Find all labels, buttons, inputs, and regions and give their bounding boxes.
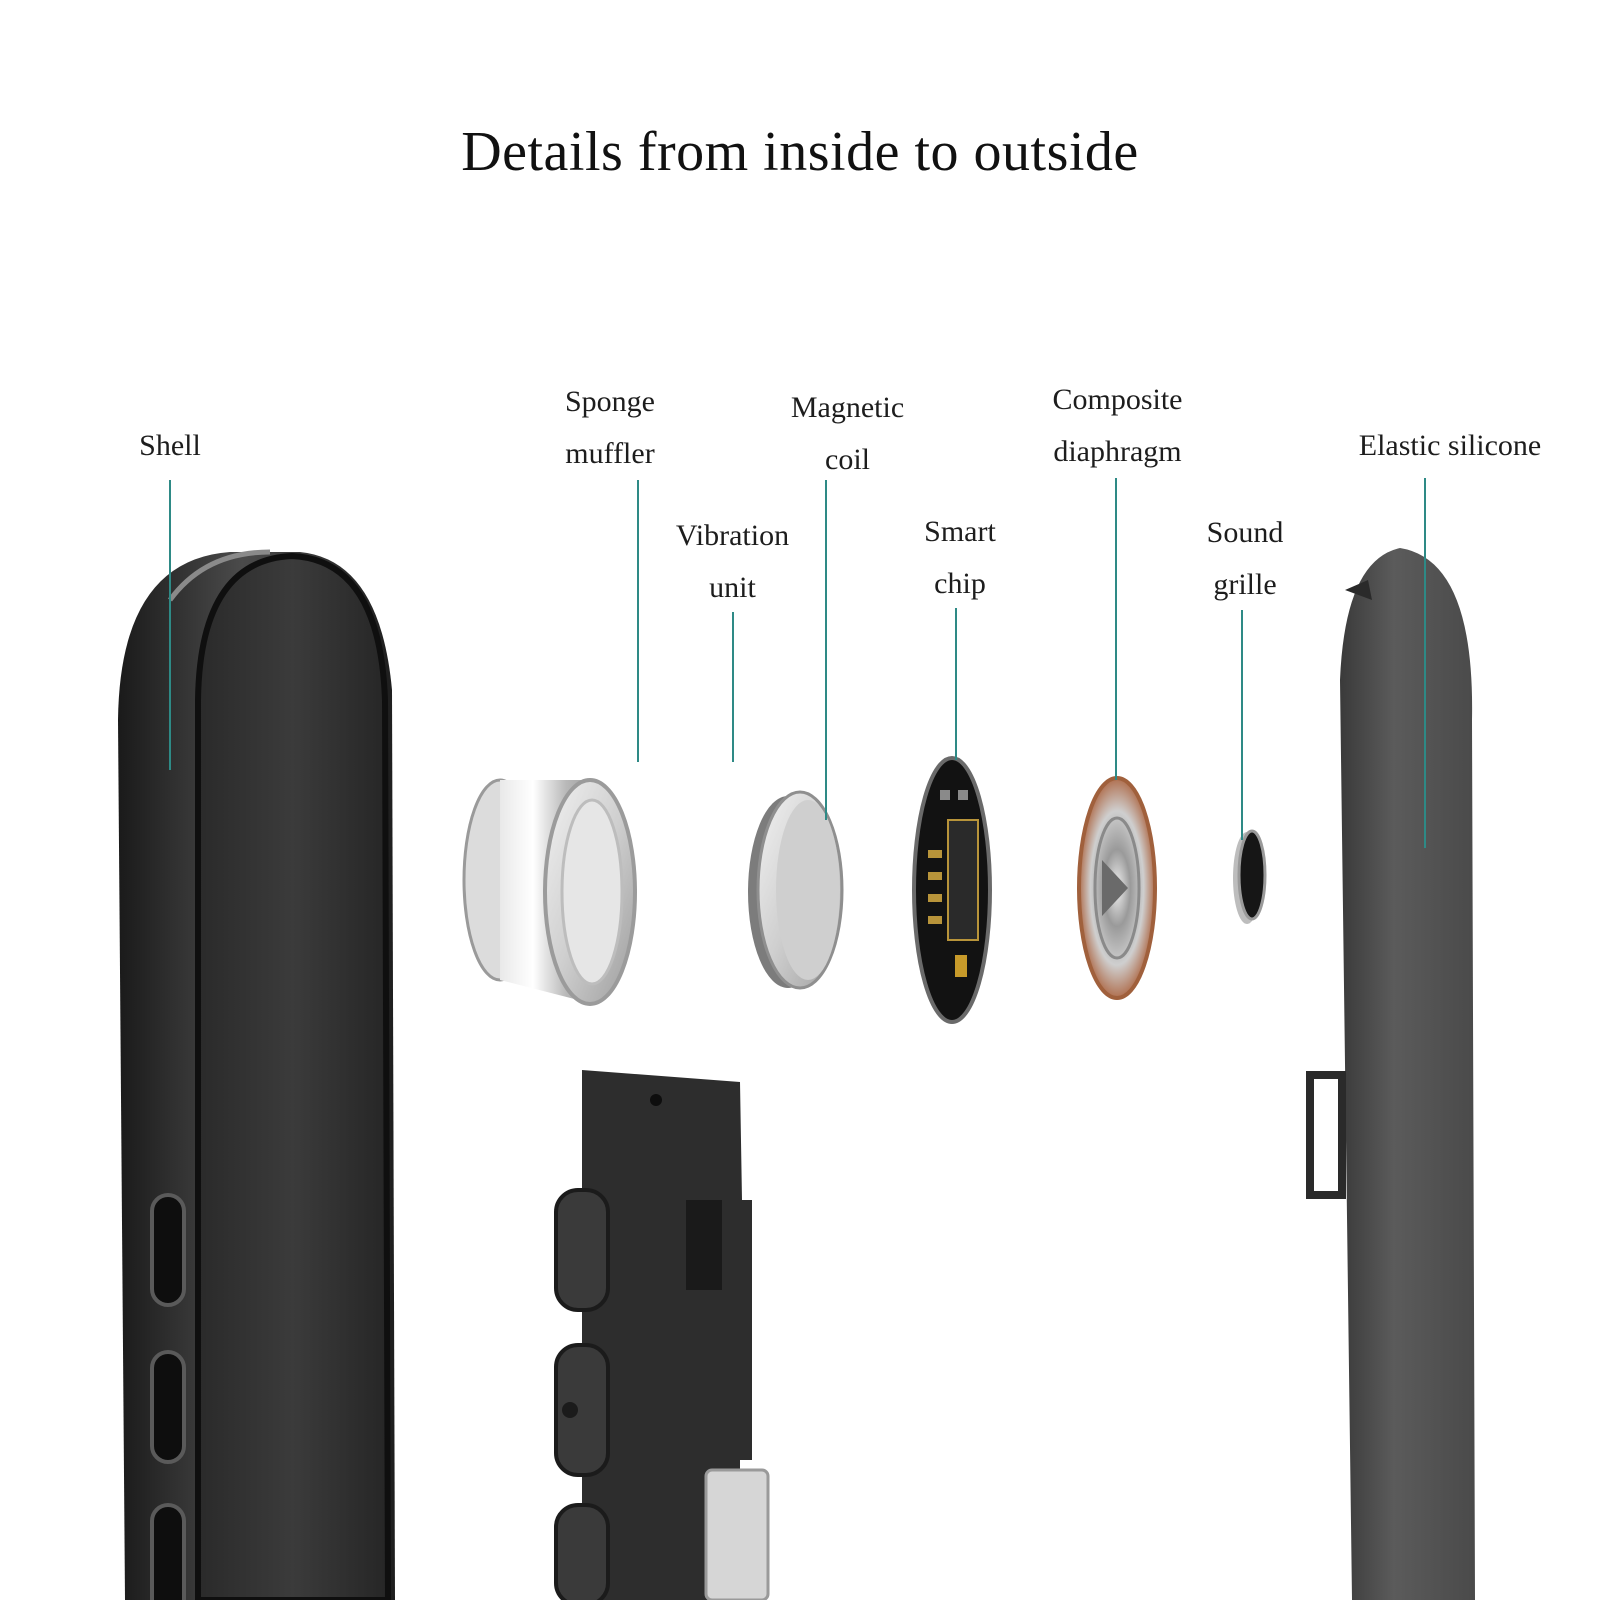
metal-ring-icon — [462, 778, 637, 1006]
label-composite-diaphragm: Composite diaphragm — [1030, 374, 1205, 478]
button-board-icon — [554, 1070, 770, 1600]
label-sponge-muffler: Sponge muffler — [540, 376, 680, 480]
magnetic-coil-disc-icon — [748, 790, 844, 990]
leader-lines — [169, 478, 1426, 848]
label-vibration-unit-line-1: Vibration — [675, 519, 790, 552]
page-title: Details from inside to outside — [461, 121, 1139, 183]
label-sound-grille: Sound grille — [1185, 507, 1305, 611]
label-elastic-silicone: Elastic silicone — [1335, 420, 1565, 472]
silicone-sleeve-icon — [1306, 548, 1475, 1600]
label-sponge-muffler-line-2: muffler — [565, 437, 655, 470]
label-magnetic-coil-line-1: Magnetic — [790, 391, 905, 424]
label-sound-grille-line-2: grille — [1213, 568, 1277, 601]
label-sponge-muffler-line-1: Sponge — [565, 385, 655, 418]
label-shell-line-1: Shell — [139, 429, 201, 462]
label-smart-chip-line-2: chip — [934, 567, 986, 600]
label-composite-diaphragm-line-1: Composite — [1052, 383, 1183, 416]
label-elastic-silicone-line-1: Elastic silicone — [1358, 429, 1542, 462]
circuit-board-icon — [912, 756, 992, 1024]
label-composite-diaphragm-line-2: diaphragm — [1053, 435, 1182, 468]
earbud-shell-icon — [118, 549, 395, 1600]
sound-grille-icon — [1233, 829, 1267, 924]
label-magnetic-coil: Magnetic coil — [770, 382, 925, 486]
label-shell: Shell — [110, 420, 230, 472]
diaphragm-icon — [1077, 776, 1157, 1000]
label-sound-grille-line-1: Sound — [1206, 516, 1284, 549]
label-vibration-unit: Vibration unit — [660, 510, 805, 614]
label-vibration-unit-line-2: unit — [709, 571, 756, 604]
label-magnetic-coil-line-2: coil — [825, 443, 870, 476]
label-smart-chip: Smart chip — [900, 506, 1020, 610]
label-smart-chip-line-1: Smart — [924, 515, 996, 548]
